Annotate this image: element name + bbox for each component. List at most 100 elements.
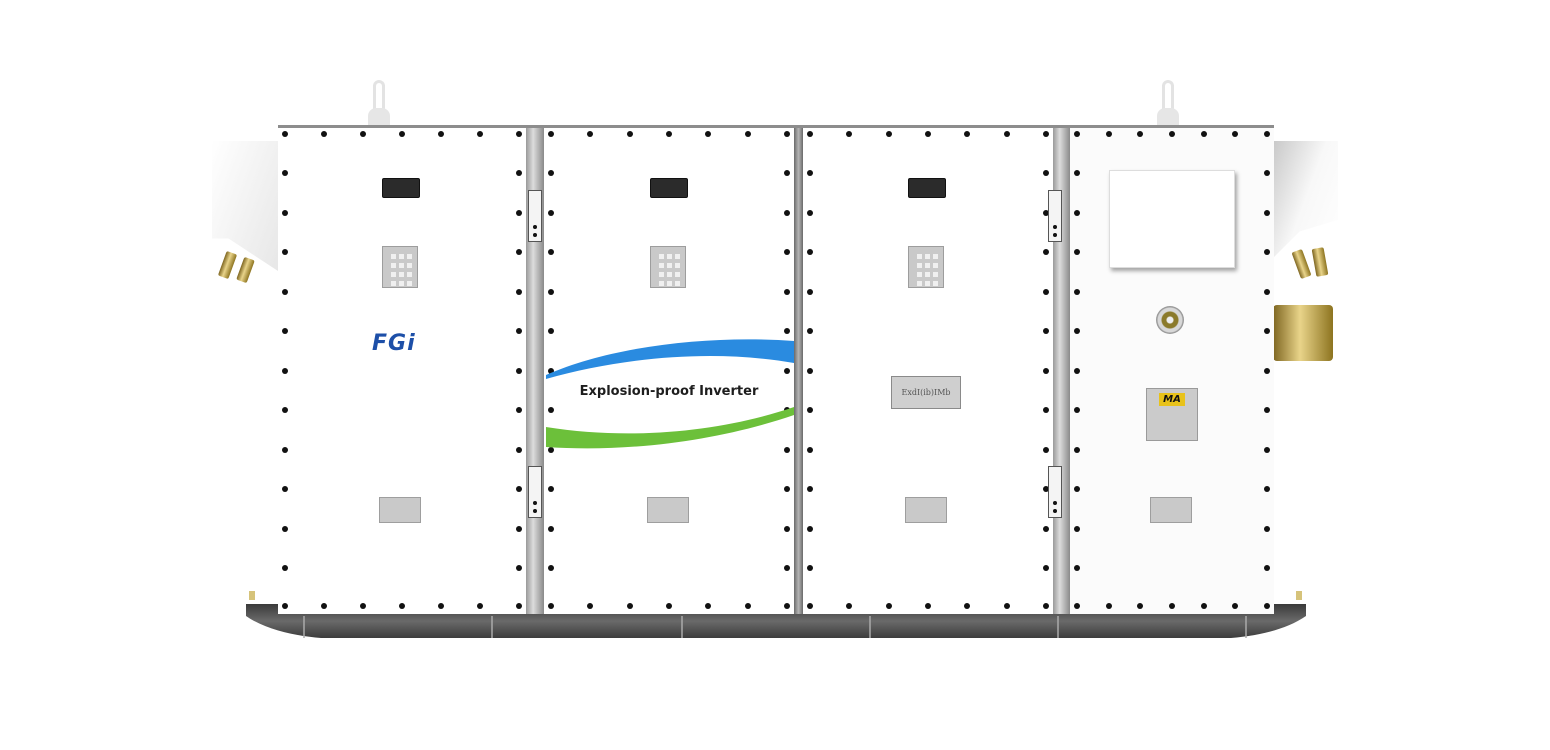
- bolt: [784, 447, 790, 453]
- bolt: [1106, 131, 1112, 137]
- bolt: [1201, 131, 1207, 137]
- bolt: [1043, 407, 1049, 413]
- lifting-eye-left-base: [368, 108, 390, 125]
- bolt: [587, 603, 593, 609]
- bolt: [1043, 210, 1049, 216]
- nameplate-1: [379, 497, 421, 523]
- bolt: [784, 603, 790, 609]
- bolt: [705, 603, 711, 609]
- bolt: [807, 328, 813, 334]
- keypad-2[interactable]: [650, 246, 686, 288]
- bolt: [516, 565, 522, 571]
- bolt: [1074, 407, 1080, 413]
- bolt: [516, 210, 522, 216]
- terminal-cover: [1109, 170, 1235, 268]
- bolt: [1264, 170, 1270, 176]
- bolt: [1074, 249, 1080, 255]
- right-large-gland: [1273, 305, 1333, 361]
- bolt: [807, 131, 813, 137]
- bolt: [784, 526, 790, 532]
- bolt: [925, 603, 931, 609]
- bolt: [516, 486, 522, 492]
- bolt: [1004, 603, 1010, 609]
- ma-certification-plate: MA: [1146, 388, 1198, 441]
- bolt: [516, 170, 522, 176]
- bolt: [807, 170, 813, 176]
- bolt: [548, 368, 554, 374]
- bolt: [282, 447, 288, 453]
- bolt: [784, 486, 790, 492]
- left-cable-gland-2: [236, 256, 255, 284]
- bolt: [807, 407, 813, 413]
- bolt: [321, 131, 327, 137]
- keypad-3[interactable]: [908, 246, 944, 288]
- bolt: [925, 131, 931, 137]
- base-stud-left: [249, 591, 255, 600]
- ex-marking-plate: ExdI(ib)IMb: [891, 376, 961, 409]
- bolt: [1074, 289, 1080, 295]
- left-cable-gland-1: [217, 250, 238, 280]
- bolt: [1264, 486, 1270, 492]
- bolt: [1043, 603, 1049, 609]
- bolt: [548, 210, 554, 216]
- bolt: [516, 249, 522, 255]
- bolt: [784, 565, 790, 571]
- bolt: [1106, 603, 1112, 609]
- keypad-1[interactable]: [382, 246, 418, 288]
- bolt: [745, 131, 751, 137]
- bolt: [1074, 565, 1080, 571]
- bolt: [282, 486, 288, 492]
- bolt: [1074, 526, 1080, 532]
- bolt: [516, 328, 522, 334]
- bolt: [1169, 603, 1175, 609]
- bolt: [1043, 249, 1049, 255]
- bolt: [282, 368, 288, 374]
- base-skid: [246, 604, 1306, 638]
- bolt: [1074, 486, 1080, 492]
- bolt: [548, 603, 554, 609]
- bolt: [627, 603, 633, 609]
- cabinet-top-rail: [278, 125, 1274, 129]
- right-cable-gland-1: [1291, 248, 1312, 280]
- bolt: [1043, 526, 1049, 532]
- bolt: [282, 289, 288, 295]
- green-swoosh: [546, 407, 794, 449]
- right-cable-gland-2: [1311, 247, 1329, 277]
- bolt: [1043, 486, 1049, 492]
- hinge-3-top: [1048, 190, 1062, 242]
- bolt: [964, 603, 970, 609]
- bolt: [516, 603, 522, 609]
- base-stud-right: [1296, 591, 1302, 600]
- indicator-lamp: [1156, 306, 1184, 334]
- bolt: [807, 447, 813, 453]
- hinge-1-top: [528, 190, 542, 242]
- bolt: [548, 328, 554, 334]
- display-window-1: [382, 178, 420, 198]
- bolt: [666, 603, 672, 609]
- bolt: [282, 328, 288, 334]
- panel-divider-2: [794, 128, 803, 614]
- bolt: [784, 131, 790, 137]
- bolt: [1074, 603, 1080, 609]
- bolt: [807, 486, 813, 492]
- bolt: [516, 526, 522, 532]
- bolt: [282, 565, 288, 571]
- panel-2: [544, 128, 794, 614]
- bolt: [516, 289, 522, 295]
- bolt: [399, 603, 405, 609]
- bolt: [807, 289, 813, 295]
- bolt: [784, 210, 790, 216]
- bolt: [516, 447, 522, 453]
- bolt: [627, 131, 633, 137]
- nameplate-4: [1150, 497, 1192, 523]
- lifting-eye-right: [1162, 80, 1174, 110]
- bolt: [846, 131, 852, 137]
- bolt: [1137, 603, 1143, 609]
- panel-1: [278, 128, 526, 614]
- bolt: [1043, 368, 1049, 374]
- bolt: [1264, 368, 1270, 374]
- bolt: [1074, 210, 1080, 216]
- product-label: Explosion-proof Inverter: [579, 384, 759, 399]
- bolt: [399, 131, 405, 137]
- bolt: [282, 131, 288, 137]
